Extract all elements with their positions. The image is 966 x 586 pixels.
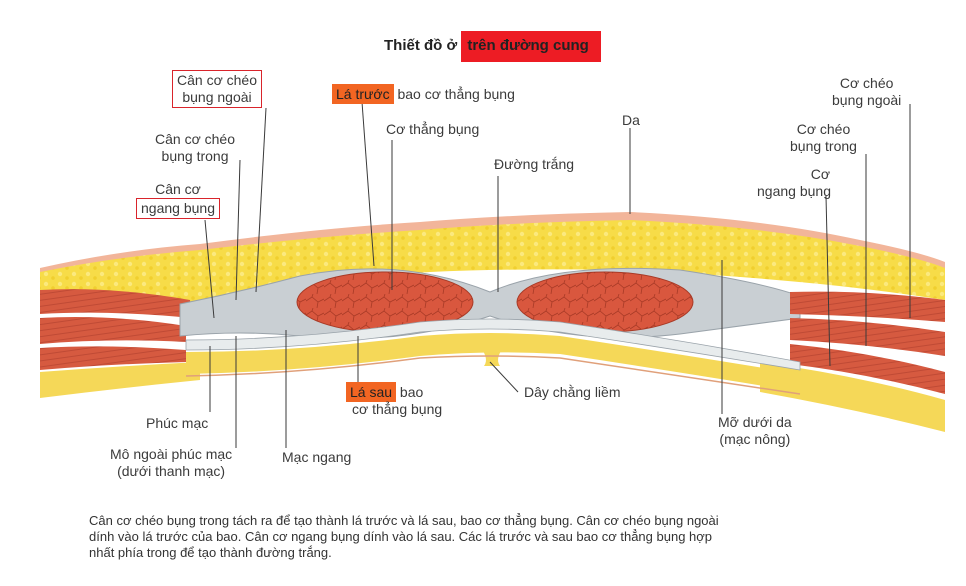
- label-can-co-cheo-bung-trong: Cân cơ chéo bụng trong: [155, 131, 235, 165]
- caption-line: nhất phía trong để tạo thành đường trắng…: [89, 545, 332, 560]
- title-prefix: Thiết đồ ở: [384, 37, 462, 54]
- label-co-cheo-bung-trong: Cơ chéo bụng trong: [790, 121, 857, 155]
- label-line: Cân cơ chéo: [155, 131, 236, 147]
- extraperitoneal-fat: [186, 333, 800, 392]
- label-la-sau-rest: bao: [396, 384, 424, 400]
- title-highlight: trên đường cung: [461, 31, 601, 62]
- falciform-ligament: [478, 344, 506, 366]
- label-la-sau-highlight: Lá sau: [346, 382, 397, 402]
- label-mo-duoi-da: Mỡ dưới da (mạc nông): [718, 414, 792, 448]
- label-phuc-mac: Phúc mạc: [146, 415, 209, 431]
- label-can-co-cheo-bung-ngoai: Cân cơ chéo bụng ngoài: [172, 70, 263, 108]
- leader-lines: [204, 101, 911, 448]
- label-la-sau: Lá sau bao cơ thẳng bụng: [346, 382, 443, 418]
- label-line: bụng trong: [790, 138, 857, 154]
- label-line: bụng ngoài: [832, 92, 902, 108]
- label-line: bụng ngoài: [182, 89, 252, 105]
- left-oblique-external-muscle: [40, 289, 192, 318]
- transversalis-fascia: [185, 318, 801, 371]
- label-line: bụng trong: [161, 148, 229, 164]
- left-deep-fat: [40, 362, 200, 398]
- label-la-truoc-rest: bao cơ thẳng bụng: [393, 86, 515, 102]
- label-co-cheo-bung-ngoai: Cơ chéo bụng ngoài: [832, 75, 901, 109]
- left-oblique-internal-muscle: [40, 317, 186, 344]
- label-line: Cơ: [810, 166, 830, 182]
- figure-caption: Cân cơ chéo bụng trong tách ra để tạo th…: [89, 513, 889, 561]
- label-la-truoc-highlight: Lá trước: [332, 84, 394, 104]
- label-duong-trang: Đường trắng: [494, 156, 575, 172]
- caption-line: dính vào lá trước của bao. Cân cơ ngang …: [89, 529, 713, 544]
- caption-line: Cân cơ chéo bụng trong tách ra để tạo th…: [89, 513, 719, 528]
- label-la-truoc: Lá trước bao cơ thẳng bụng: [332, 84, 515, 104]
- label-line: Mô ngoài phúc mạc: [110, 446, 233, 462]
- label-line: Mỡ dưới da: [718, 414, 792, 430]
- label-can-co-ngang-bung: Cân cơ ngang bụng: [130, 181, 226, 219]
- right-transversus-muscle: [790, 344, 945, 394]
- label-line: Cơ chéo: [796, 121, 851, 137]
- label-line: ngang bụng: [757, 183, 831, 199]
- page-title: Thiết đồ ở trên đường cung: [384, 31, 601, 62]
- label-line: ngang bụng: [136, 198, 220, 219]
- label-co-ngang-bung: Cơ ngang bụng: [752, 166, 836, 200]
- label-line: (mạc nông): [719, 431, 791, 447]
- right-deep-fat: [760, 362, 945, 432]
- label-line: Cân cơ chéo: [177, 72, 258, 88]
- label-co-thang-bung: Cơ thẳng bụng: [386, 121, 480, 137]
- label-da: Da: [622, 112, 640, 128]
- left-transversus-muscle: [40, 346, 186, 370]
- label-mac-ngang: Mạc ngang: [282, 449, 352, 465]
- label-line: (dưới thanh mạc): [117, 463, 226, 479]
- label-mo-ngoai-phuc-mac: Mô ngoài phúc mạc (dưới thanh mạc): [110, 446, 232, 480]
- label-line: Cơ chéo: [839, 75, 894, 91]
- label-line: cơ thẳng bụng: [352, 401, 443, 417]
- label-line: Cân cơ: [155, 181, 201, 197]
- peritoneum: [185, 355, 801, 395]
- label-day-chang-liem: Dây chằng liềm: [524, 384, 621, 400]
